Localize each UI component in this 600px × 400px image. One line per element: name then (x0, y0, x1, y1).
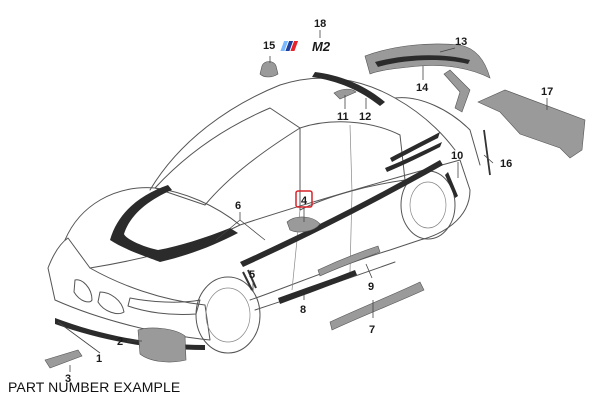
callout-15[interactable]: 15 (263, 40, 275, 52)
rear-side-graphic (390, 132, 440, 162)
callout-11[interactable]: 11 (337, 111, 349, 123)
badge-text: M2 (312, 39, 331, 54)
roof-strip (312, 72, 385, 106)
part-number-caption: PART NUMBER EXAMPLE (8, 379, 181, 395)
callout-numbers: 1 2 3 4 5 6 7 8 9 10 11 12 13 14 15 16 1… (65, 18, 553, 385)
callout-16[interactable]: 16 (500, 158, 512, 170)
callout-8[interactable]: 8 (300, 304, 306, 316)
side-skirt (317, 245, 381, 277)
m2-badge: M2 (280, 39, 331, 54)
callout-13[interactable]: 13 (455, 36, 467, 48)
mirror-cap (286, 216, 321, 233)
callout-2[interactable]: 2 (117, 336, 123, 348)
side-stripe (240, 160, 443, 267)
rear-diffuser (477, 89, 586, 159)
parts (44, 43, 586, 369)
callout-1[interactable]: 1 (96, 353, 102, 365)
callout-4[interactable]: 4 (301, 195, 308, 207)
door-sill (329, 281, 425, 331)
air-intake (137, 327, 187, 363)
callout-5[interactable]: 5 (249, 269, 255, 281)
callout-18[interactable]: 18 (314, 18, 326, 30)
leader-lines (57, 30, 548, 372)
rocker-strip (278, 270, 357, 304)
callout-7[interactable]: 7 (369, 324, 375, 336)
front-splitter (55, 318, 205, 350)
callout-12[interactable]: 12 (359, 111, 371, 123)
car-outline (47, 77, 481, 354)
callout-3[interactable]: 3 (65, 373, 71, 385)
fuel-cap (259, 61, 279, 78)
callout-14[interactable]: 14 (416, 82, 429, 94)
callout-4-highlight (295, 190, 313, 208)
hood-stripe (110, 185, 238, 262)
roof-fin (333, 88, 357, 100)
tow-hook (44, 349, 83, 369)
callout-17[interactable]: 17 (541, 86, 553, 98)
callout-10[interactable]: 10 (451, 150, 463, 162)
callout-9[interactable]: 9 (368, 281, 374, 293)
callout-6[interactable]: 6 (235, 200, 241, 212)
rear-spoiler (364, 43, 491, 79)
